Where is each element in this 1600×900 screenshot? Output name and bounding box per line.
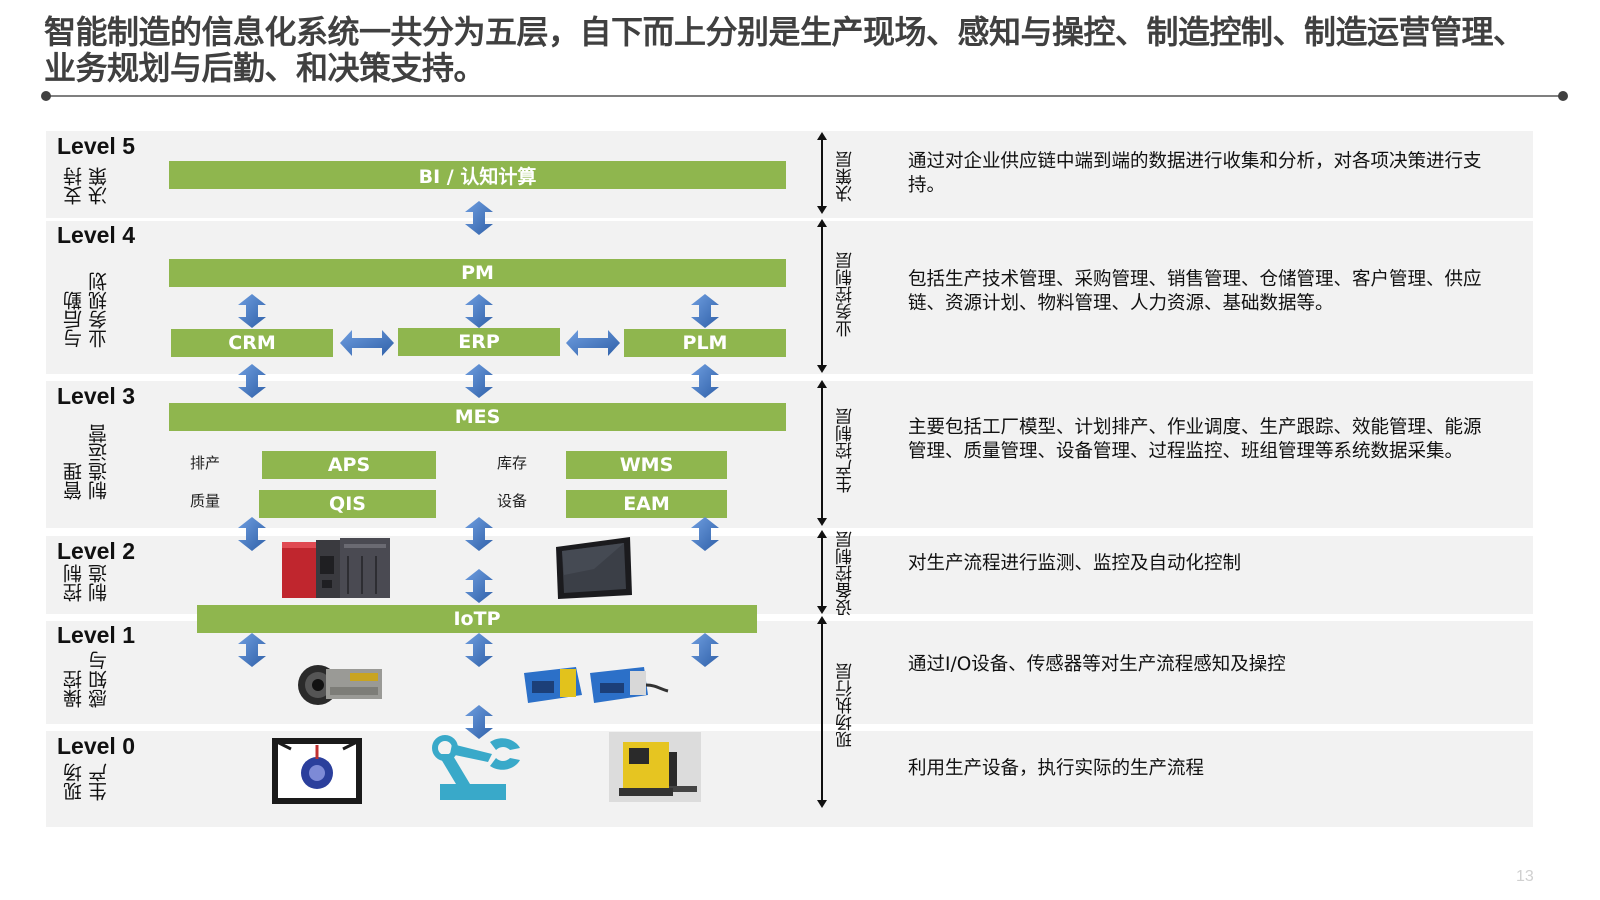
level-2-description: 对生产流程进行监测、监控及自动化控制 [908,553,1242,574]
robot-arm-icon [432,735,520,800]
level-3-title: Level 3 [57,383,135,409]
bi-bar[interactable]: BI / 认知计算 [169,161,786,189]
arrow-plm-mes-icon [691,364,719,398]
side-label-production: 生产控制层 [836,408,856,493]
side-arrow-level1-0-icon [817,616,827,808]
quality-label: 质量 [190,492,221,510]
arrow-control-iotp-icon [465,569,493,603]
page-number: 13 [1516,868,1534,885]
level-5-title: Level 5 [57,133,135,159]
hmi-touch-panel-icon [556,537,632,599]
divider-start-dot [41,91,51,101]
eam-bar[interactable]: EAM [566,490,727,518]
equipment-label: 设备 [497,492,528,510]
agv-forklift-icon [609,732,701,802]
side-label-field: 现场执行层 [836,663,856,748]
level-2-name: 制造 控制 [63,564,110,602]
page-title: 智能制造的信息化系统一共分为五层，自下而上分别是生产现场、感知与操控、制造控制、… [44,13,1525,87]
side-arrow-level5-icon [817,132,827,214]
scheduling-label: 排产 [190,454,221,472]
side-arrow-level3-icon [817,380,827,526]
level-0-name: 生产 现场 [63,763,110,801]
crm-bar[interactable]: CRM [171,329,333,357]
title-divider [46,95,1561,97]
level-0-title: Level 0 [57,733,135,759]
level-4-name: 业务规划 与后勤 [63,272,110,348]
band-level-1 [46,621,1533,724]
aps-bar[interactable]: APS [262,451,436,479]
level-5-description: 通过对企业供应链中端到端的数据进行收集和分析，对各项决策进行支持。 [908,151,1482,196]
arrow-mes-hmi-icon [691,517,719,551]
side-arrow-level4-icon [817,219,827,373]
level-3-description: 主要包括工厂模型、计划排产、作业调度、生产跟踪、效能管理、能源管理、质量管理、设… [908,417,1482,462]
inventory-label: 库存 [497,454,528,472]
arrow-crm-mes-icon [238,364,266,398]
arrow-iotp-sensor-icon [691,633,719,667]
level-2-title: Level 2 [57,538,135,564]
side-label-device: 设备控制层 [836,531,856,616]
industrial-camera-icon [298,665,382,705]
arrow-iotp-mid-icon [465,633,493,667]
level-0-description: 利用生产设备，执行实际的生产流程 [908,758,1205,779]
mes-bar[interactable]: MES [169,403,786,431]
arrow-pm-crm-icon [238,294,266,328]
divider-end-dot [1558,91,1568,101]
level-1-description: 通过I/O设备、传感器等对生产流程感知及操控 [908,654,1286,675]
side-label-decision: 决策层 [836,151,856,202]
level-1-name: 感知与 操控 [63,651,110,708]
arrow-pm-plm-icon [691,294,719,328]
arrow-crm-erp-icon [340,330,394,356]
erp-bar[interactable]: ERP [398,328,560,356]
barcode-scanner-sensor-icon [524,667,669,703]
level-1-title: Level 1 [57,622,135,648]
iotp-bar[interactable]: IoTP [197,605,757,633]
arrow-mes-plc-icon [238,517,266,551]
arrow-mes-mid-icon [465,517,493,551]
side-arrow-level2-icon [817,530,827,614]
plc-controller-icon [282,538,390,598]
arrow-bi-pm-icon [465,201,493,235]
arrow-erp-mes-icon [465,364,493,398]
level-4-title: Level 4 [57,222,135,248]
level-5-name: 决策 支持 [63,167,110,205]
arrow-iotp-camera-icon [238,633,266,667]
arrow-erp-plm-icon [566,330,620,356]
cnc-machine-icon [272,738,362,804]
arrow-pm-erp-icon [465,294,493,328]
level-3-name: 制造运营 管理 [63,424,110,500]
level-4-description: 包括生产技术管理、采购管理、销售管理、仓储管理、客户管理、供应链、资源计划、物料… [908,269,1482,314]
side-label-business: 业务控制层 [836,252,856,337]
pm-bar[interactable]: PM [169,259,786,287]
wms-bar[interactable]: WMS [566,451,727,479]
qis-bar[interactable]: QIS [259,490,436,518]
plm-bar[interactable]: PLM [624,329,786,357]
